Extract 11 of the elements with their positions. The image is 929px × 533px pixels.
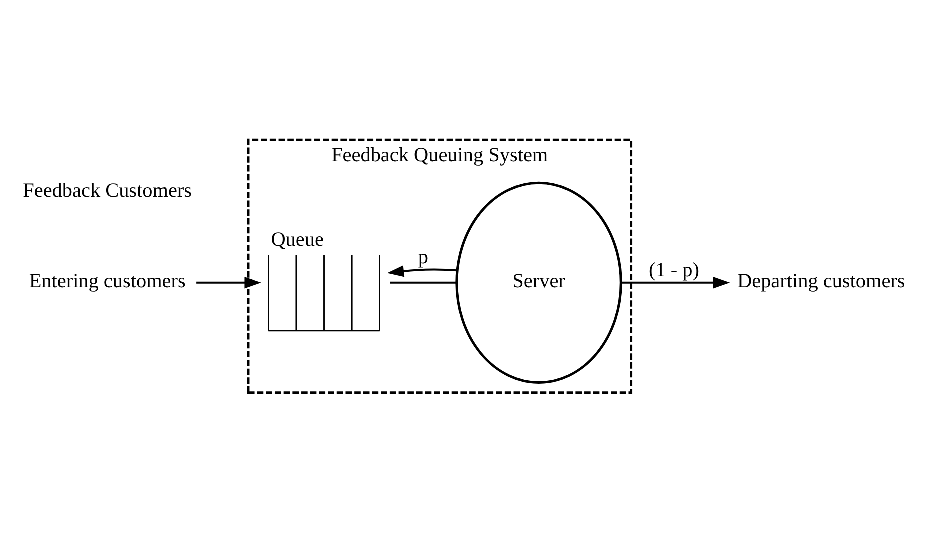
node-text: Queue <box>271 229 324 252</box>
arrow <box>621 277 730 289</box>
node-text: Departing customers <box>738 270 906 293</box>
label: Feedback Customers <box>23 180 192 202</box>
arrow <box>387 266 458 278</box>
edge-label: p <box>418 246 428 269</box>
connector <box>390 282 457 284</box>
node-ellipse: Server <box>456 182 622 384</box>
node-text: Entering customers <box>29 270 186 293</box>
edge-label: (1 - p) <box>648 259 700 282</box>
arrow <box>196 277 262 289</box>
